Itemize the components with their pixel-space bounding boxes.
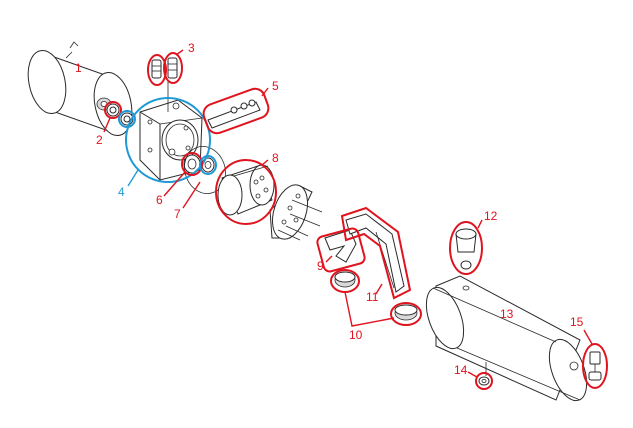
part-fittings	[151, 57, 178, 79]
ring-3b	[163, 52, 183, 84]
callout-3: 3	[188, 41, 195, 55]
part-filler-cap	[455, 228, 477, 270]
leader-9	[325, 255, 333, 263]
leader-7	[182, 181, 201, 209]
part-reservoir-tank	[425, 275, 588, 402]
leader-lines	[103, 49, 593, 378]
callout-8: 8	[272, 151, 279, 165]
ring-12	[449, 221, 483, 275]
leader-6	[163, 171, 186, 197]
ring-6	[181, 152, 203, 176]
leader-12	[477, 219, 483, 229]
callout-2: 2	[96, 133, 103, 147]
ring-5	[202, 87, 270, 135]
leader-4	[127, 169, 139, 187]
callout-7: 7	[174, 207, 181, 221]
callout-12: 12	[484, 209, 498, 223]
ring-3a	[147, 54, 167, 86]
callout-10: 10	[349, 328, 363, 342]
part-relief-valve	[207, 99, 261, 129]
ring-2b	[118, 110, 136, 128]
callout-5: 5	[272, 79, 279, 93]
part-gear-pump	[217, 164, 275, 216]
leader-2	[103, 117, 111, 133]
ring-7	[199, 155, 217, 175]
callout-9: 9	[317, 259, 324, 273]
ring-10b	[390, 302, 422, 326]
callout-numbers: 1 2 3 4 5 6 7 8 9 10 11 12 13 14 15	[75, 41, 584, 377]
leader-14	[467, 371, 478, 378]
leader-5	[261, 87, 269, 97]
part-filter	[334, 271, 418, 321]
ring-4	[125, 97, 211, 183]
leader-11	[375, 283, 383, 295]
callout-rings	[104, 52, 608, 390]
ring-8	[215, 159, 277, 225]
callout-13: 13	[500, 307, 514, 321]
callout-4: 4	[118, 185, 125, 199]
part-suction-tube	[345, 213, 405, 293]
ring-9	[316, 227, 366, 273]
callout-14: 14	[454, 363, 468, 377]
leader-3	[175, 49, 184, 56]
ring-2a	[104, 101, 122, 119]
ring-11-outline	[340, 206, 412, 300]
leader-10	[344, 291, 395, 327]
callout-15: 15	[570, 315, 584, 329]
callout-6: 6	[156, 193, 163, 207]
ring-15	[582, 343, 608, 389]
part-cover-plate	[269, 184, 323, 241]
leader-15	[583, 329, 593, 345]
ring-14	[475, 372, 493, 390]
part-drain-plug	[478, 376, 490, 386]
callout-11: 11	[366, 290, 379, 304]
callout-1: 1	[75, 61, 82, 75]
part-breather	[588, 351, 602, 381]
leader-8	[261, 159, 269, 166]
